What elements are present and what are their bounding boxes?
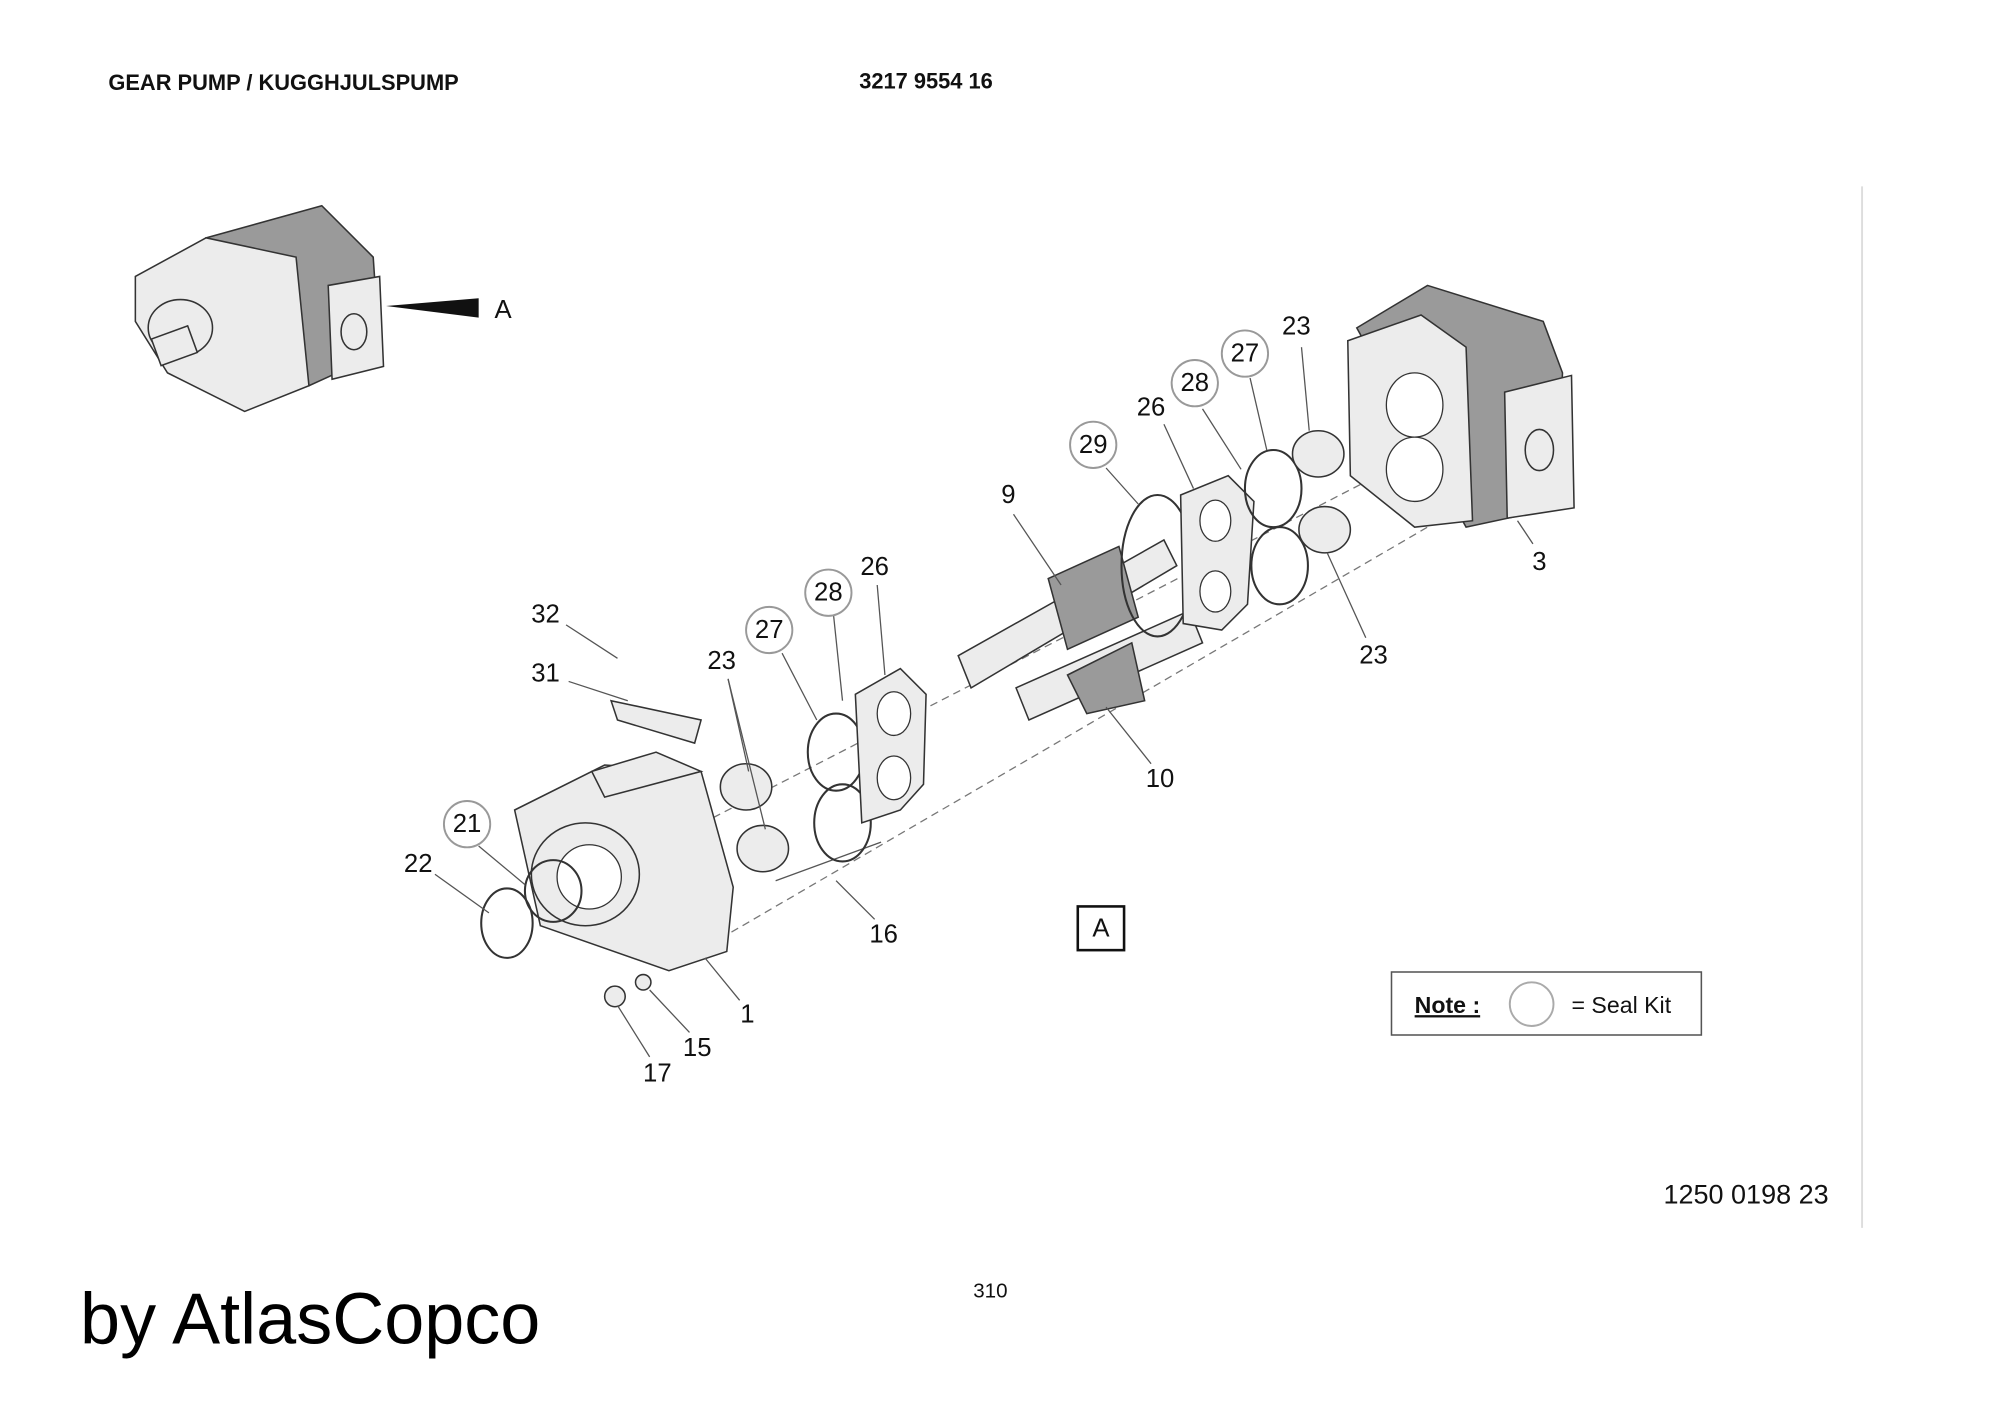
leader-lines (434, 347, 1534, 1058)
part-number: 3217 9554 16 (859, 69, 993, 94)
overview-pump-illustration: A (134, 204, 512, 413)
part-callout-27: 27 (755, 616, 784, 644)
parts-rings-right (1120, 429, 1352, 638)
part-callout-26: 26 (1137, 394, 1166, 422)
part-callout-16: 16 (869, 921, 898, 949)
view-a-box (1076, 905, 1126, 952)
part-callout-26: 26 (860, 553, 889, 581)
seal-kit-circle-icon (1508, 981, 1555, 1027)
parts-bushings-left (719, 667, 927, 873)
part-callout-32: 32 (531, 601, 560, 629)
watermark: by AtlasCopco (80, 1280, 540, 1360)
seal-kit-circle-icon (804, 568, 853, 617)
part-callout-15: 15 (683, 1034, 712, 1062)
seal-kit-circle-icon (1220, 329, 1270, 378)
part-callout-23: 23 (707, 647, 736, 675)
note-legend: Note : = Seal Kit (1390, 971, 1703, 1036)
part-callout-1: 1 (740, 1000, 754, 1028)
page-number: 310 (973, 1279, 1007, 1302)
part-callout-23: 23 (1359, 642, 1388, 670)
part-callout-21: 21 (453, 810, 482, 838)
part-callout-28: 28 (1180, 369, 1209, 397)
document-title: GEAR PUMP / KUGGHJULSPUMP (108, 70, 458, 95)
seal-kit-circle-icon (745, 605, 794, 655)
view-arrow-label: A (494, 296, 512, 324)
note-label: Note : (1415, 992, 1481, 1018)
part-callout-29: 29 (1079, 431, 1108, 459)
drawing-number: 1250 0198 23 (1663, 1179, 1828, 1209)
view-arrow-icon (386, 298, 479, 318)
view-a-label: A (1092, 914, 1110, 942)
seal-kit-circle-icon (1069, 420, 1118, 469)
part-callout-27: 27 (1231, 340, 1260, 368)
part-callout-9: 9 (1001, 481, 1015, 509)
part-callout-3: 3 (1532, 548, 1546, 576)
part-callout-17: 17 (643, 1060, 672, 1088)
part-callout-31: 31 (531, 660, 560, 688)
part-rear-housing (1347, 284, 1575, 529)
seal-kit-circle-icon (442, 800, 492, 849)
parts-gears (957, 538, 1204, 722)
seal-kit-circle-icon (1170, 359, 1219, 408)
callout-group: 32 31 23 27 28 26 21 22 16 1 15 17 10 9 29 26 28 27 23 3 23 (404, 313, 1547, 1088)
part-front-housing (480, 699, 882, 1008)
part-callout-23: 23 (1282, 313, 1311, 341)
part-callout-22: 22 (404, 850, 433, 878)
note-text: = Seal Kit (1572, 992, 1672, 1018)
part-callout-10: 10 (1146, 765, 1175, 793)
part-callout-28: 28 (814, 579, 843, 607)
